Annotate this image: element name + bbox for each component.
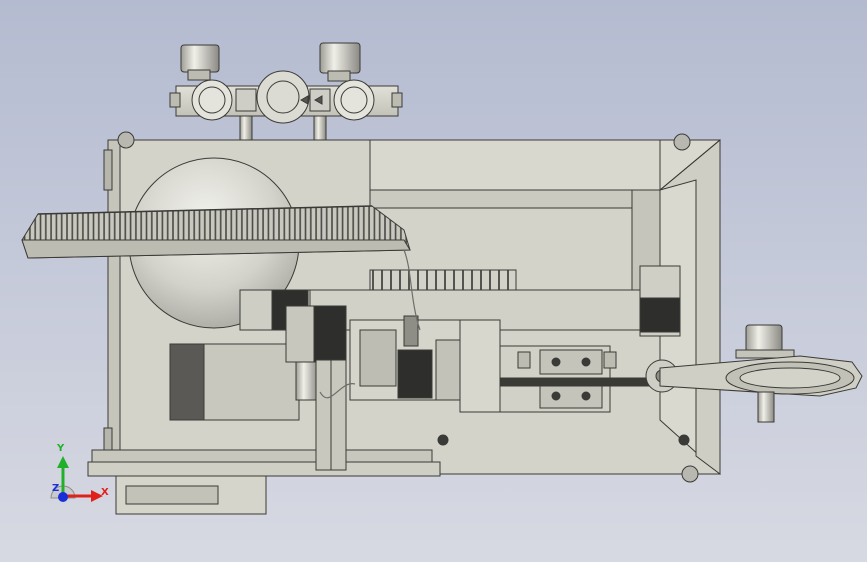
- valve-assembly: [169, 42, 403, 141]
- wiring: [319, 249, 421, 399]
- valve-ring-right: [333, 79, 375, 121]
- x-axis-label: X: [101, 487, 109, 498]
- cable-chain-tray: [21, 205, 411, 259]
- spool-roller: [659, 324, 863, 423]
- z-axis-dot: [58, 492, 68, 502]
- valve-ring-left: [191, 79, 233, 121]
- stepper-motor-right: [639, 297, 681, 333]
- z-axis-label: Z: [52, 483, 60, 494]
- regulator-body: [256, 70, 310, 124]
- y-axis-label: Y: [57, 443, 65, 454]
